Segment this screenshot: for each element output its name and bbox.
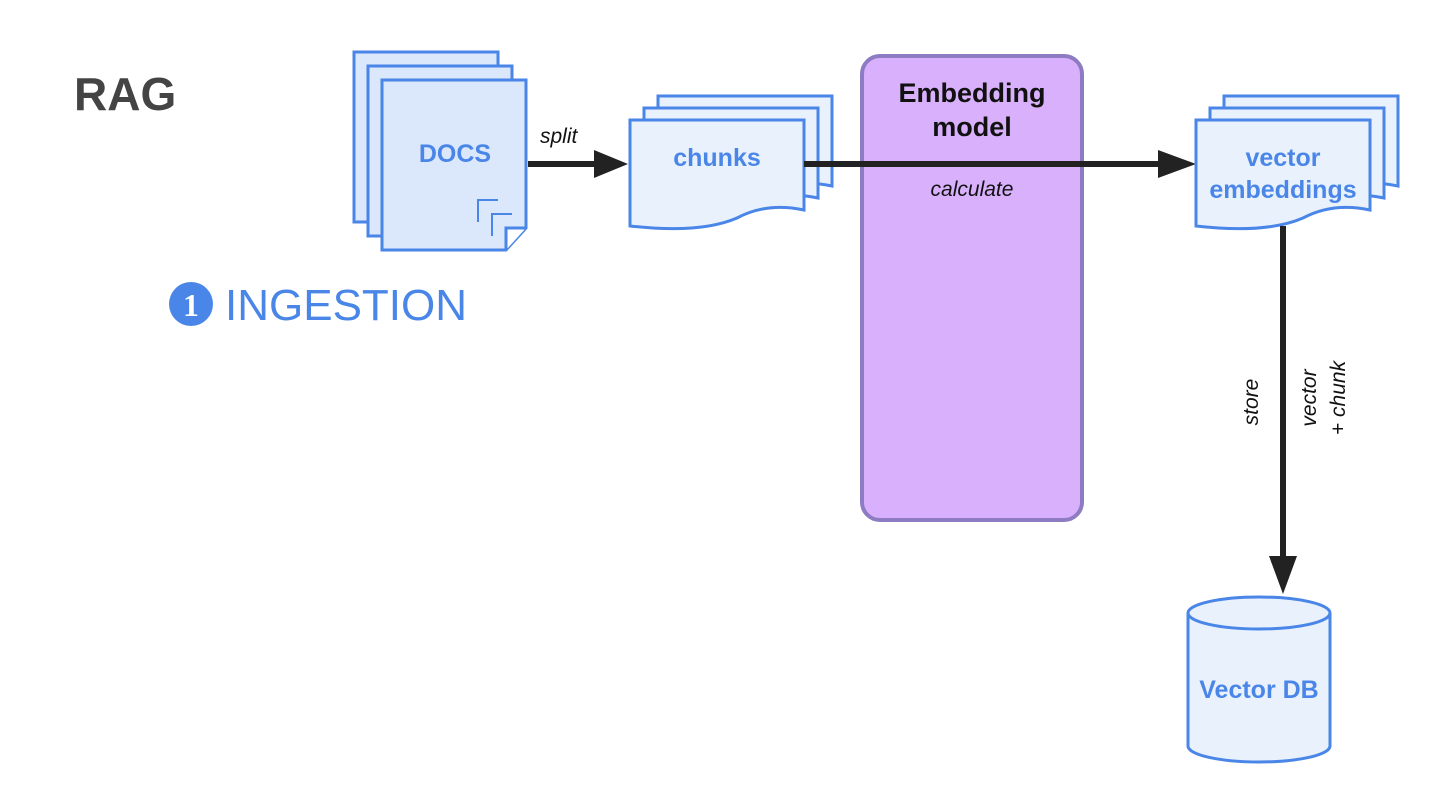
embedding-model-label-line1: Embedding [899, 78, 1046, 108]
store-arrow: store vector + chunk [1240, 226, 1350, 594]
embedding-model-label-line2: model [932, 112, 1012, 142]
split-arrow: split [528, 125, 628, 178]
docs-label: DOCS [419, 140, 491, 168]
step-label: INGESTION [225, 281, 467, 330]
vector-embeddings-stack: vector embeddings [1194, 94, 1400, 231]
vector-db-label: Vector DB [1199, 676, 1318, 704]
vector-chunk-label-line1: vector [1298, 368, 1321, 426]
docs-stack: DOCS [352, 50, 528, 252]
vector-db-top [1186, 595, 1332, 631]
vector-embeddings-label-line1: vector [1245, 144, 1320, 172]
doc-fold-corner [504, 226, 526, 250]
embedding-model-box [860, 54, 1084, 522]
split-label: split [540, 125, 579, 148]
step-number: 1 [183, 287, 199, 323]
vector-chunk-label-line2: + chunk [1327, 359, 1350, 435]
embedding-model: Embedding model [860, 54, 1084, 522]
diagram-title: RAG [74, 68, 176, 120]
chunks-stack: chunks [628, 94, 834, 231]
chunks-label: chunks [673, 144, 761, 172]
step-number-badge [169, 282, 213, 326]
vector-sheet-front [1194, 118, 1372, 231]
step-indicator: 1 INGESTION [169, 281, 467, 330]
store-label: store [1240, 379, 1263, 426]
vector-db-body [1186, 613, 1332, 764]
doc-fold-corner-back [477, 199, 498, 222]
doc-fold-corner-middle [491, 213, 512, 236]
vector-db: Vector DB [1186, 595, 1332, 764]
vector-embeddings-label-line2: embeddings [1209, 176, 1356, 204]
chunk-sheet-front [628, 118, 806, 231]
calculate-label: calculate [931, 178, 1014, 201]
calculate-arrow: calculate [804, 150, 1196, 201]
